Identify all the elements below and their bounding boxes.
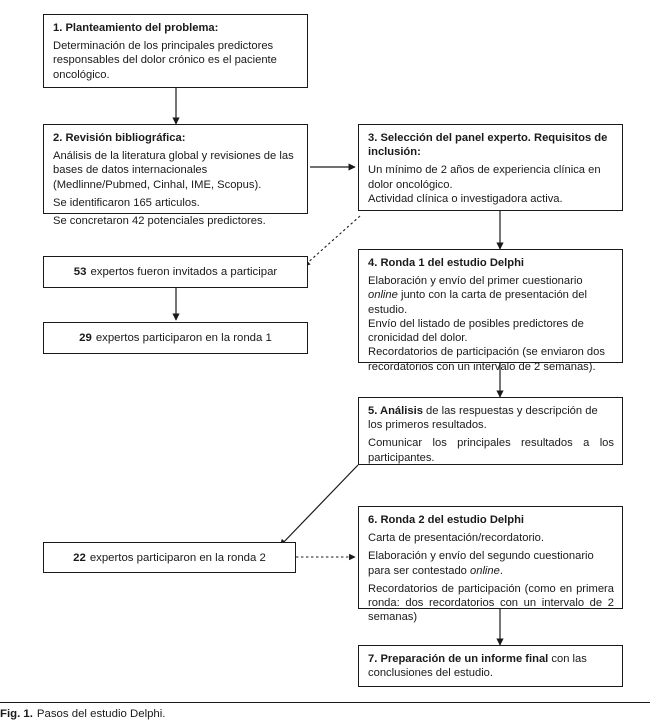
step6-heading: 6. Ronda 2 del estudio Delphi [368, 514, 525, 526]
connector-step5-to-round2 [279, 464, 359, 547]
caption-divider [0, 702, 650, 703]
count-round2-number: 22 [73, 551, 86, 564]
step4-body-1: Elaboración y envío del primer cuestiona… [368, 275, 587, 316]
step1-body: Determinación de los principales predict… [53, 40, 277, 81]
count-box-round1: 29 expertos participaron en la ronda 1 [43, 322, 308, 354]
step4-body-3: Recordatorios de participación (se envia… [368, 346, 605, 373]
step6-body-3: Recordatorios de participación (como en … [368, 582, 614, 624]
step5-body-2: Comunicar los principales resultados a l… [368, 437, 614, 464]
step5-heading: 5. Análisis de las respuestas y descripc… [368, 405, 598, 432]
figure-label: Fig. 1. [0, 708, 33, 720]
step-box-3: 3. Selección del panel experto. Requisit… [358, 124, 623, 211]
count-round2-label: expertos participaron en la ronda 2 [89, 551, 266, 564]
connector-step3-to-invited [303, 215, 361, 267]
step-box-6: 6. Ronda 2 del estudio Delphi Carta de p… [358, 506, 623, 623]
step6-body-2: Elaboración y envío del segundo cuestion… [368, 550, 594, 577]
step4-heading: 4. Ronda 1 del estudio Delphi [368, 257, 525, 269]
step-box-7: 7. Preparación de un informe final con l… [358, 645, 623, 687]
step3-body-1: Un mínimo de 2 años de experiencia clíni… [368, 164, 601, 191]
count-invited-label: expertos fueron invitados a participar [90, 266, 278, 278]
step-box-5: 5. Análisis de las respuestas y descripc… [358, 397, 623, 465]
count-box-invited: 53 expertos fueron invitados a participa… [43, 256, 308, 288]
step2-body-1: Análisis de la literatura global y revis… [53, 150, 294, 191]
step-box-4: 4. Ronda 1 del estudio Delphi Elaboració… [358, 249, 623, 373]
step6-body-1: Carta de presentación/recordatorio. [368, 532, 544, 545]
figure-caption-text: Pasos del estudio Delphi. [36, 708, 166, 720]
count-round1-label: expertos participaron en la ronda 1 [95, 332, 272, 344]
figure-caption: Fig. 1.Pasos del estudio Delphi. [0, 708, 560, 720]
count-invited-number: 53 [73, 266, 87, 278]
step3-body-2: Actividad clínica o investigadora activa… [368, 192, 563, 205]
step2-body-2: Se identificaron 165 articulos. [53, 196, 200, 209]
step1-heading: 1. Planteamiento del problema: [53, 22, 219, 34]
step-box-1: 1. Planteamiento del problema: Determina… [43, 14, 308, 88]
step7-heading: 7. Preparación de un informe final con l… [368, 653, 587, 680]
step2-heading: 2. Revisión bibliográfica: [53, 132, 186, 144]
count-round1-number: 29 [79, 332, 92, 344]
step4-body-2: Envío del listado de posibles predictore… [368, 317, 584, 345]
step3-heading: 3. Selección del panel experto. Requisit… [368, 132, 608, 159]
step2-body-3: Se concretaron 42 potenciales predictore… [53, 215, 266, 228]
count-box-round2: 22 expertos participaron en la ronda 2 [43, 542, 296, 573]
step-box-2: 2. Revisión bibliográfica: Análisis de l… [43, 124, 308, 227]
